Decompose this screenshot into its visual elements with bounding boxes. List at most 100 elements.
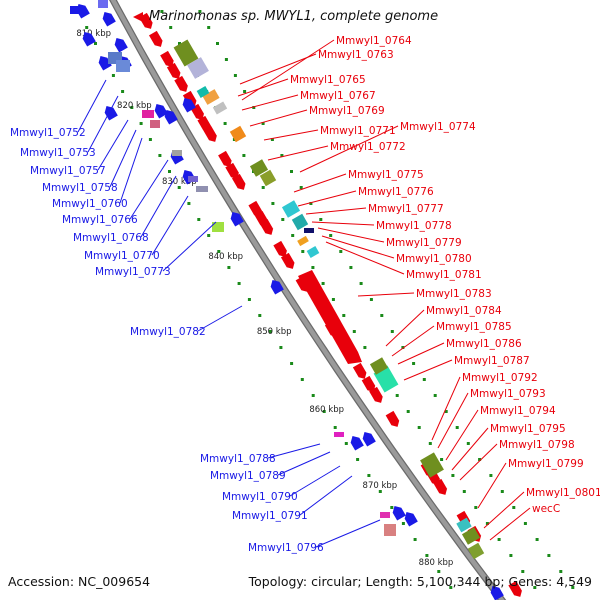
forward-gene-label: Mmwyl1_0784 [426, 305, 502, 317]
forward-gene-label: Mmwyl1_0795 [490, 423, 566, 435]
track-tick [271, 202, 275, 205]
kbp-label: 830 kbp [162, 177, 197, 187]
reverse-feature-box [380, 512, 390, 518]
forward-gene-label: Mmwyl1_0786 [446, 338, 522, 350]
forward-gene-label: Mmwyl1_0785 [436, 321, 512, 333]
forward-label-leader [241, 94, 299, 111]
track-tick [224, 58, 228, 61]
track-tick [390, 330, 394, 333]
reverse-label-leader [97, 119, 129, 171]
track-tick [217, 250, 221, 253]
forward-gene-label: Mmwyl1_0771 [320, 125, 396, 137]
forward-gene-arrow [352, 362, 367, 379]
forward-gene-label: Mmwyl1_0764 [336, 35, 412, 47]
reverse-feature-box [212, 222, 224, 232]
track-tick [291, 234, 295, 237]
track-tick [311, 266, 315, 269]
forward-gene-arrow [218, 150, 232, 167]
reverse-gene-arrow [114, 37, 128, 53]
reverse-label-leader [299, 475, 353, 516]
forward-gene-arrow [148, 30, 163, 47]
genome-backbone [110, 0, 508, 604]
track-tick [395, 394, 399, 397]
kbp-label: 870 kbp [363, 481, 398, 491]
forward-gene-arrow [280, 252, 295, 269]
feature-box [304, 228, 314, 233]
track-tick [462, 490, 466, 493]
track-tick [311, 394, 315, 397]
track-tick [380, 314, 384, 317]
track-tick [333, 426, 337, 429]
track-tick [466, 442, 470, 445]
feature-box [202, 89, 220, 105]
track-tick [268, 330, 272, 333]
forward-label-leader [263, 129, 319, 141]
forward-label-leader [311, 221, 375, 226]
track-tick [485, 522, 489, 525]
forward-gene-arrow [166, 62, 181, 79]
track-tick [571, 586, 575, 589]
reverse-gene-arrow [362, 431, 376, 447]
forward-gene-arrow [369, 386, 383, 403]
forward-label-leader [437, 392, 469, 449]
track-tick [363, 346, 367, 349]
forward-gene-label: Mmwyl1_0781 [406, 269, 482, 281]
track-tick [406, 410, 410, 413]
reverse-gene-arrow [104, 105, 118, 121]
track-tick [207, 26, 211, 29]
reverse-gene-arrow [154, 103, 168, 119]
track-tick [451, 474, 455, 477]
forward-gene-arrow [203, 125, 217, 142]
feature-box [456, 517, 472, 533]
track-tick [309, 202, 313, 205]
track-tick [187, 202, 191, 205]
reverse-gene-arrow [350, 435, 364, 451]
reverse-gene-arrow [98, 55, 112, 71]
forward-label-leader [451, 427, 489, 471]
forward-gene-label: Mmwyl1_0767 [300, 90, 376, 102]
forward-gene-label: Mmwyl1_0793 [470, 388, 546, 400]
forward-gene-arrow [174, 75, 188, 92]
track-tick [280, 154, 284, 157]
reverse-gene-label: Mmwyl1_0790 [222, 491, 298, 503]
feature-box [369, 357, 389, 375]
track-tick [428, 442, 432, 445]
forward-gene-label: Mmwyl1_0792 [462, 372, 538, 384]
track-tick [85, 26, 89, 29]
forward-gene-0783 [298, 270, 362, 364]
reverse-gene-label: Mmwyl1_0782 [130, 326, 206, 338]
track-tick [367, 474, 371, 477]
forward-gene-label: Mmwyl1_0794 [480, 405, 556, 417]
reverse-gene-label: Mmwyl1_0752 [10, 127, 86, 139]
feature-box [281, 200, 301, 218]
forward-label-leader [305, 207, 367, 215]
feature-box [467, 542, 485, 560]
track-tick [258, 314, 262, 317]
forward-gene-label: Mmwyl1_0769 [309, 105, 385, 117]
map-title: Marinomonas sp. MWYL1, complete genome [149, 9, 439, 24]
track-tick [509, 554, 513, 557]
track-tick [444, 410, 448, 413]
track-tick [455, 426, 459, 429]
forward-gene-label: Mmwyl1_0778 [376, 220, 452, 232]
track-tick [197, 218, 201, 221]
kbp-label: 860 kbp [309, 405, 344, 415]
accession-text: Accession: NC_009654 [8, 574, 151, 589]
track-tick [252, 106, 256, 109]
reverse-label-leader [197, 305, 243, 332]
track-tick [523, 522, 527, 525]
forward-label-leader [445, 409, 479, 461]
forward-gene-arrow [385, 410, 400, 427]
track-tick [169, 26, 173, 29]
feature-box [291, 213, 309, 231]
track-tick [242, 154, 246, 157]
forward-label-leader [357, 292, 415, 297]
track-tick [94, 42, 97, 45]
feature-box [306, 246, 320, 258]
reverse-label-leader [77, 79, 107, 133]
reverse-gene-label: Mmwyl1_0768 [73, 232, 149, 244]
track-tick [521, 570, 525, 573]
forward-gene-label: Mmwyl1_0772 [330, 141, 406, 153]
reverse-gene-label: Mmwyl1_0758 [42, 182, 118, 194]
reverse-feature-box [116, 60, 130, 72]
